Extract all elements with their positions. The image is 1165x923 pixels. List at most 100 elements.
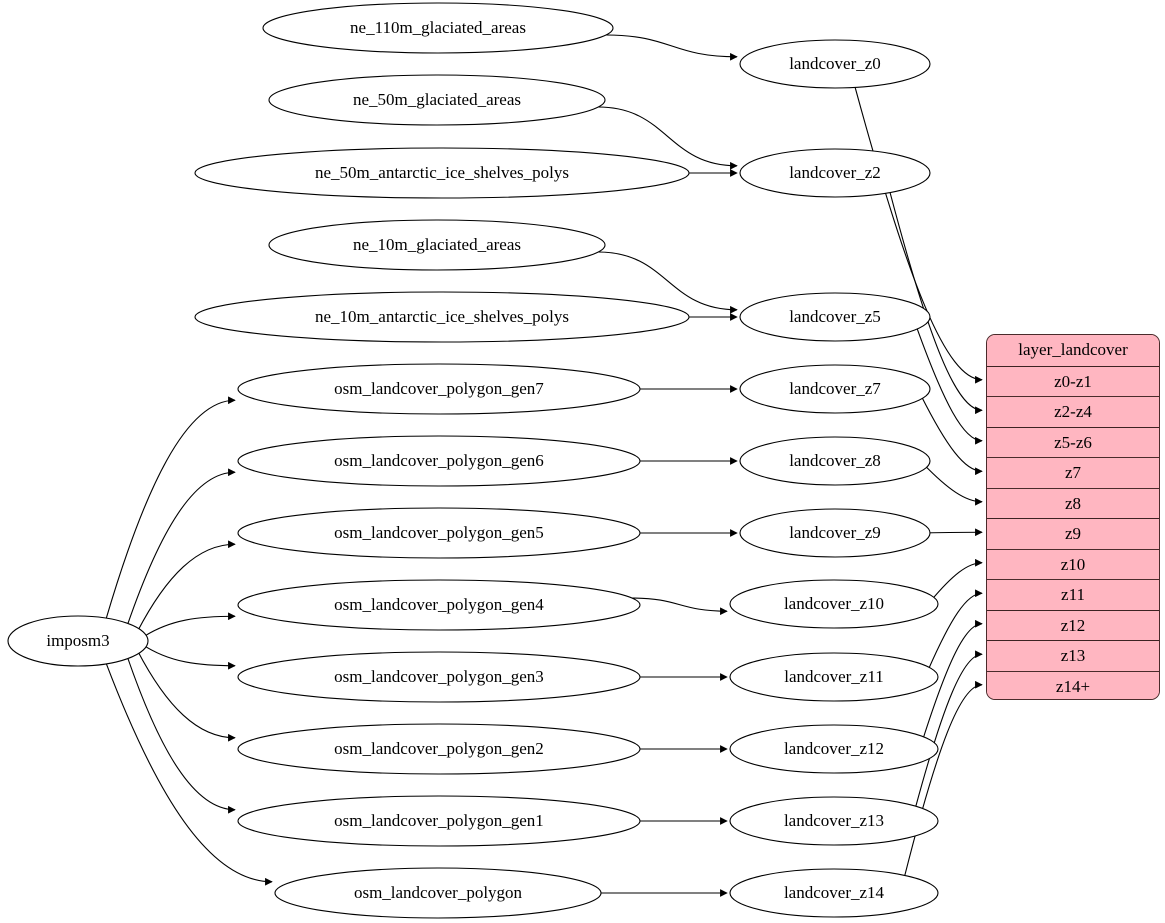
layer-table-row[interactable]: z5-z6 — [987, 426, 1159, 457]
edge-ne_50m_glaciated_areas-to-landcover_z2 — [598, 106, 738, 170]
node-label: landcover_z8 — [789, 451, 881, 470]
node-shape — [268, 74, 606, 126]
node-label: ne_50m_antarctic_ice_shelves_polys — [315, 163, 569, 182]
node-ne_10m_glaciated_areas[interactable]: ne_10m_glaciated_areas — [268, 219, 606, 271]
node-label: landcover_z2 — [789, 163, 881, 182]
node-shape — [262, 2, 614, 54]
node-shape — [237, 579, 641, 631]
node-ne_10m_antarctic_ice_shelves_polys[interactable]: ne_10m_antarctic_ice_shelves_polys — [194, 291, 690, 343]
edge-imposm3-to-osm_landcover_polygon_gen2 — [136, 650, 236, 742]
node-landcover_z2[interactable]: landcover_z2 — [739, 148, 931, 198]
edge-landcover_z14-to-table-row-10 — [903, 680, 983, 878]
node-label: landcover_z12 — [784, 739, 884, 758]
node-shape — [194, 291, 690, 343]
node-label: ne_50m_glaciated_areas — [353, 90, 521, 109]
node-label: landcover_z5 — [789, 307, 881, 326]
node-shape — [7, 615, 149, 667]
node-osm_landcover_polygon_gen3[interactable]: osm_landcover_polygon_gen3 — [237, 651, 641, 703]
node-label: ne_10m_antarctic_ice_shelves_polys — [315, 307, 569, 326]
edge-layer — [105, 34, 983, 897]
node-label: landcover_z11 — [784, 667, 883, 686]
node-landcover_z10[interactable]: landcover_z10 — [729, 579, 939, 629]
layer-table-row[interactable]: z13 — [987, 640, 1159, 671]
node-osm_landcover_polygon_gen2[interactable]: osm_landcover_polygon_gen2 — [237, 723, 641, 775]
edge-imposm3-to-osm_landcover_polygon_gen3 — [141, 643, 236, 670]
node-label: osm_landcover_polygon_gen4 — [334, 595, 544, 614]
edge-landcover_z5-to-table-row-2 — [915, 326, 983, 445]
node-label: osm_landcover_polygon_gen6 — [334, 451, 544, 470]
layer-table-row[interactable]: z7 — [987, 457, 1159, 488]
node-shape — [739, 292, 931, 342]
node-label: landcover_z7 — [789, 379, 881, 398]
node-osm_landcover_polygon_gen7[interactable]: osm_landcover_polygon_gen7 — [237, 363, 641, 415]
node-shape — [739, 436, 931, 486]
node-shape — [729, 579, 939, 629]
node-label: imposm3 — [46, 631, 109, 650]
node-layer: ne_110m_glaciated_areas ne_50m_glaciated_… — [7, 2, 939, 919]
edge-imposm3-to-osm_landcover_polygon_gen1 — [126, 656, 236, 814]
node-shape — [729, 796, 939, 846]
node-osm_landcover_polygon_gen5[interactable]: osm_landcover_polygon_gen5 — [237, 507, 641, 559]
node-shape — [739, 39, 931, 89]
node-shape — [729, 724, 939, 774]
node-label: osm_landcover_polygon_gen7 — [334, 379, 544, 398]
layer-table-header: layer_landcover — [987, 335, 1159, 366]
node-label: osm_landcover_polygon_gen3 — [334, 667, 544, 686]
layer-table-row[interactable]: z12 — [987, 609, 1159, 640]
edge-landcover_z13-to-table-row-9 — [914, 650, 983, 809]
node-ne_50m_glaciated_areas[interactable]: ne_50m_glaciated_areas — [268, 74, 606, 126]
node-landcover_z8[interactable]: landcover_z8 — [739, 436, 931, 486]
edge-imposm3-to-osm_landcover_polygon — [105, 662, 273, 886]
node-osm_landcover_polygon_gen1[interactable]: osm_landcover_polygon_gen1 — [237, 795, 641, 847]
edge-imposm3-to-osm_landcover_polygon_gen4 — [141, 612, 236, 639]
node-label: osm_landcover_polygon — [354, 883, 523, 902]
node-imposm3[interactable]: imposm3 — [7, 615, 149, 667]
node-landcover_z7[interactable]: landcover_z7 — [739, 364, 931, 414]
edge-imposm3-to-osm_landcover_polygon_gen7 — [105, 396, 236, 620]
node-osm_landcover_polygon[interactable]: osm_landcover_polygon — [274, 867, 602, 919]
edge-imposm3-to-osm_landcover_polygon_gen5 — [136, 540, 236, 632]
node-ne_110m_glaciated_areas[interactable]: ne_110m_glaciated_areas — [262, 2, 614, 54]
layer-table-row[interactable]: z11 — [987, 579, 1159, 610]
node-landcover_z11[interactable]: landcover_z11 — [729, 652, 939, 702]
node-landcover_z5[interactable]: landcover_z5 — [739, 292, 931, 342]
node-shape — [274, 867, 602, 919]
node-shape — [237, 723, 641, 775]
node-shape — [729, 652, 939, 702]
node-shape — [237, 507, 641, 559]
edge-landcover_z8-to-table-row-4 — [923, 463, 983, 506]
edge-landcover_z2-to-table-row-1 — [889, 190, 983, 415]
layer-table-row[interactable]: z2-z4 — [987, 396, 1159, 427]
layer-table-row[interactable]: z8 — [987, 487, 1159, 518]
layer-table-row[interactable]: z9 — [987, 518, 1159, 549]
node-label: landcover_z0 — [789, 54, 881, 73]
node-label: landcover_z13 — [784, 811, 884, 830]
node-shape — [237, 651, 641, 703]
node-landcover_z13[interactable]: landcover_z13 — [729, 796, 939, 846]
node-osm_landcover_polygon_gen4[interactable]: osm_landcover_polygon_gen4 — [237, 579, 641, 631]
node-landcover_z0[interactable]: landcover_z0 — [739, 39, 931, 89]
edge-landcover_z7-to-table-row-3 — [920, 395, 983, 476]
node-shape — [268, 219, 606, 271]
node-landcover_z12[interactable]: landcover_z12 — [729, 724, 939, 774]
node-shape — [729, 868, 939, 918]
edge-ne_110m_glaciated_areas-to-landcover_z0 — [605, 34, 738, 61]
node-landcover_z14[interactable]: landcover_z14 — [729, 868, 939, 918]
edge-ne_10m_glaciated_areas-to-landcover_z5 — [598, 251, 738, 314]
node-shape — [237, 363, 641, 415]
node-osm_landcover_polygon_gen6[interactable]: osm_landcover_polygon_gen6 — [237, 435, 641, 487]
node-label: osm_landcover_polygon_gen5 — [334, 523, 544, 542]
layer-table-row[interactable]: z14+ — [987, 670, 1159, 699]
node-landcover_z9[interactable]: landcover_z9 — [739, 508, 931, 558]
node-shape — [739, 148, 931, 198]
edge-landcover_z12-to-table-row-8 — [922, 619, 983, 740]
layer-table-row[interactable]: z0-z1 — [987, 365, 1159, 396]
node-ne_50m_antarctic_ice_shelves_polys[interactable]: ne_50m_antarctic_ice_shelves_polys — [194, 147, 690, 199]
layer-table-row[interactable]: z10 — [987, 548, 1159, 579]
edge-osm_landcover_polygon_gen4-to-landcover_z10 — [631, 597, 728, 616]
node-shape — [739, 508, 931, 558]
edge-landcover_z11-to-table-row-7 — [927, 589, 983, 671]
